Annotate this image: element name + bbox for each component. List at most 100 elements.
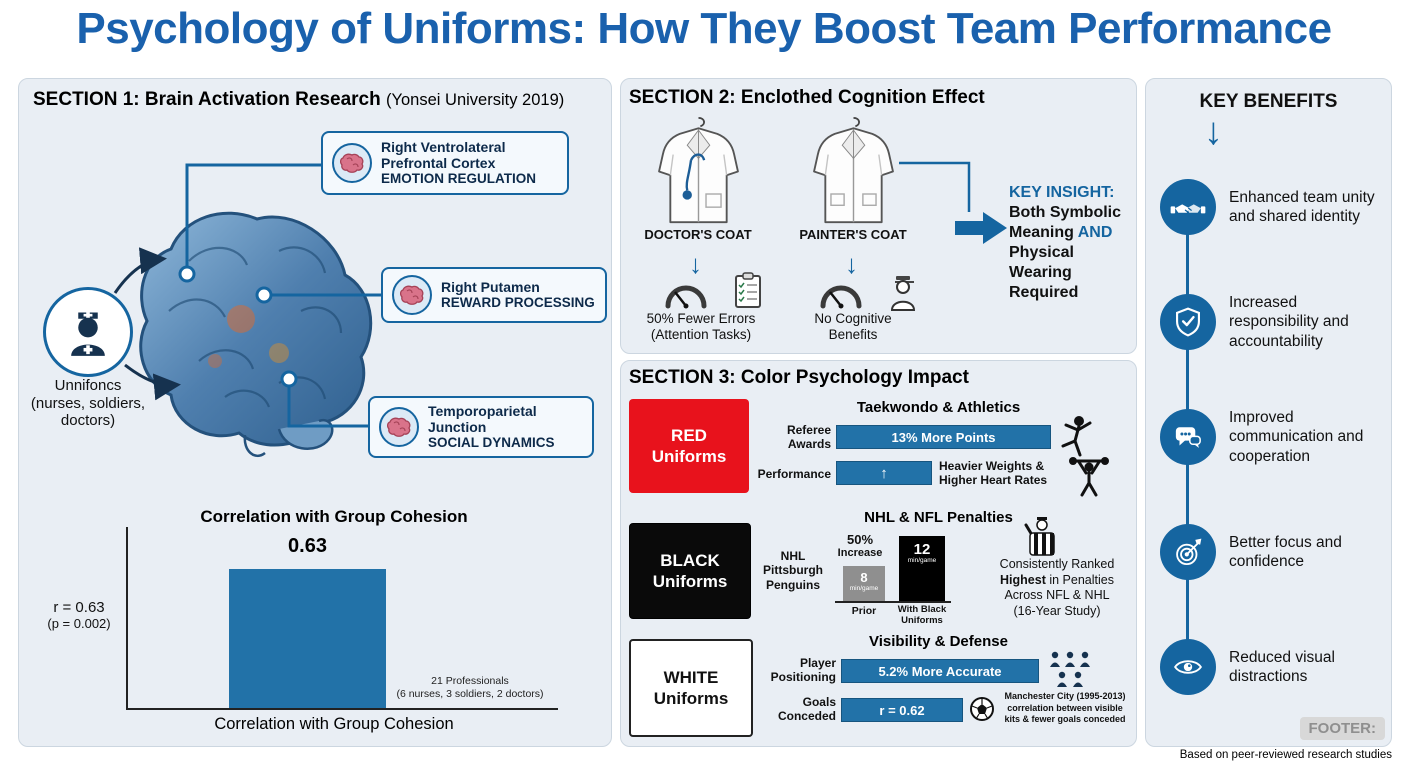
key-benefits-panel: KEY BENEFITS ↓ Enhanced team unity and s…	[1145, 78, 1392, 747]
chat-icon	[1160, 409, 1216, 465]
text-line: Heavier Weights &	[939, 459, 1045, 473]
player-positioning-label: Player Positioning	[751, 656, 836, 685]
subject-arrows	[113, 247, 181, 401]
insight-connector	[899, 161, 1007, 244]
black-penalty-bar: 12 min/game	[899, 536, 945, 601]
p-value: (p = 0.002)	[47, 616, 111, 631]
red-row-title: Taekwondo & Athletics	[856, 399, 1021, 416]
mini-chart-baseline	[835, 601, 951, 603]
section1-heading-note: (Yonsei University 2019)	[386, 91, 565, 109]
section2-heading: SECTION 2: Enclothed Cognition Effect	[629, 87, 985, 108]
label-line: Goals	[802, 695, 836, 709]
brain-icon	[392, 275, 432, 315]
bar-value: 8	[860, 570, 868, 585]
box-line: Uniforms	[653, 689, 729, 708]
label-line: Referee	[786, 423, 831, 437]
right-arrow-icon	[955, 212, 1007, 244]
bar-unit: min/game	[907, 557, 937, 564]
note-bold: Highest	[1000, 572, 1046, 587]
footer-chip: FOOTER:	[1299, 717, 1385, 740]
more-points-bar: 13% More Points	[836, 425, 1051, 449]
key-insight-label: KEY INSIGHT:	[1009, 184, 1115, 201]
performance-label: Performance	[757, 467, 831, 481]
checklist-icon	[735, 272, 761, 308]
prior-penalty-bar: 8 min/game	[843, 566, 885, 601]
box-line: Uniforms	[652, 572, 728, 591]
bar-value: 12	[913, 541, 931, 558]
insight-line: Required	[1009, 284, 1079, 301]
doctors-coat-icon	[658, 117, 739, 224]
red-uniforms-box: RED Uniforms	[629, 399, 749, 493]
benefit-text: Enhanced team unity and shared identity	[1229, 188, 1375, 225]
r-value: r = 0.63	[53, 599, 105, 616]
doctor-result-text: 50% Fewer Errors (Attention Tasks)	[621, 311, 781, 343]
down-arrow-icon: ↓	[689, 249, 702, 279]
result-line: No Cognitive	[814, 311, 892, 326]
eye-icon	[1160, 639, 1216, 695]
benefit-text: Improved communication and cooperation	[1229, 408, 1364, 465]
label-line: With Black	[897, 604, 947, 615]
region-name: Right Putamen	[441, 278, 540, 295]
sample-line: 21 Professionals	[431, 675, 509, 687]
white-row-title: Visibility & Defense	[869, 633, 1008, 650]
region-box-tpj: Temporoparietal Junction SOCIAL DYNAMICS	[368, 396, 594, 458]
increase-pct: 50%	[846, 532, 874, 547]
subject-label: Unnifoncs (nurses, soldiers, doctors)	[19, 377, 157, 430]
label-line: Positioning	[770, 670, 836, 685]
subject-line: doctors)	[60, 412, 116, 430]
region-name: Temporoparietal Junction	[428, 402, 537, 435]
chart-title: Correlation with Group Cohesion	[200, 507, 468, 526]
insight-and: AND	[1077, 224, 1113, 241]
label-line: Uniforms	[901, 614, 943, 626]
benefit-text: Better focus and confidence	[1229, 533, 1342, 570]
benefit-text: Reduced visual distractions	[1229, 648, 1335, 685]
painter-result-text: No Cognitive Benefits	[773, 311, 933, 343]
brain-illustration	[113, 163, 381, 458]
subject-line: Unnifoncs	[54, 377, 122, 394]
note-line: (16-Year Study)	[1013, 603, 1101, 618]
black-uniforms-box: BLACK Uniforms	[629, 523, 751, 619]
label-line: Awards	[787, 437, 831, 452]
shield-check-icon	[1160, 294, 1216, 350]
players-group-icon	[1050, 651, 1090, 687]
man-city-note: Manchester City (1995-2013) correlation …	[1004, 691, 1126, 725]
down-arrow-icon: ↓	[845, 249, 858, 279]
note-text: in Penalties	[1045, 572, 1114, 587]
performance-text: Heavier Weights & Higher Heart Rates	[939, 459, 1065, 488]
box-line: BLACK	[660, 550, 720, 570]
benefit-text: Increased responsibility and accountabil…	[1229, 293, 1349, 350]
target-icon	[1160, 524, 1216, 580]
region-name: Right Ventrolateral Prefrontal Cortex	[381, 138, 506, 171]
black-row-title: NHL & NFL Penalties	[864, 509, 1013, 526]
weightlifter-icon	[1069, 457, 1109, 497]
footer-note: Based on peer-reviewed research studies	[1179, 749, 1392, 761]
insight-line: Meaning AND	[1009, 223, 1133, 243]
note-line: Across NFL & NHL	[1004, 588, 1110, 603]
taekwondo-athlete-icon	[1061, 416, 1092, 457]
goals-conceded-label: Goals Conceded	[751, 695, 836, 724]
label-line: Player	[799, 656, 836, 670]
referee-awards-label: Referee Awards	[751, 423, 831, 452]
result-line: Benefits	[828, 327, 878, 343]
text-line: Higher Heart Rates	[939, 473, 1048, 488]
correlation-bar: r = 0.62	[841, 698, 963, 722]
page-title: Psychology of Uniforms: How They Boost T…	[76, 4, 1332, 53]
up-arrow-icon: ↑	[880, 465, 888, 482]
region-role: EMOTION REGULATION	[381, 171, 536, 187]
brain-image	[139, 211, 373, 458]
uniformed-professional-icon	[43, 287, 133, 377]
cohesion-bar	[229, 569, 386, 708]
key-benefits-heading: KEY BENEFITS	[1199, 91, 1338, 112]
doctors-coat-label: DOCTOR'S COAT	[644, 227, 752, 242]
painters-coat-label: PAINTER'S COAT	[799, 227, 907, 242]
insight-line: Physical Wearing	[1009, 244, 1074, 281]
section1-panel: SECTION 1: Brain Activation Research (Yo…	[18, 78, 612, 747]
brain-icon	[332, 143, 372, 183]
key-insight-block: KEY INSIGHT: Both Symbolic Meaning AND P…	[1009, 183, 1133, 303]
with-black-label: With Black Uniforms	[889, 604, 955, 627]
white-uniforms-box: WHITE Uniforms	[629, 639, 753, 737]
sample-line: (6 nurses, 3 soldiers, 2 doctors)	[396, 688, 544, 701]
benefit-item-distractions: Reduced visual distractions	[1146, 619, 1391, 715]
insight-text: Meaning	[1009, 224, 1078, 241]
performance-bar: ↑	[836, 461, 932, 485]
